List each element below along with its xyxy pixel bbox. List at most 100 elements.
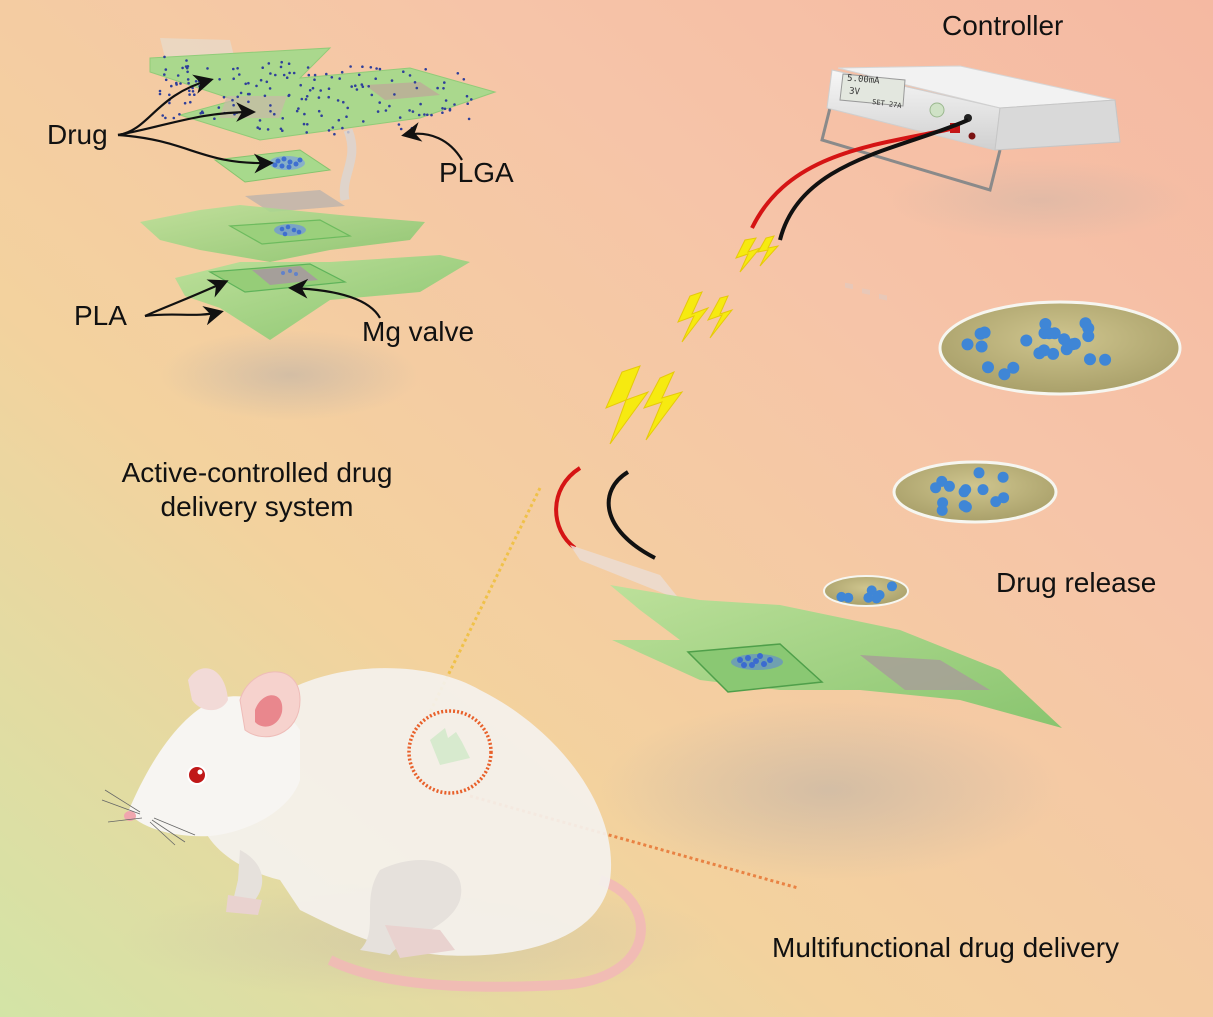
plga-dot [305,95,309,98]
mouse-eye-shine [197,769,203,775]
drug-dot [977,484,989,496]
plga-dot [313,78,316,81]
plga-dot [158,92,162,96]
plga-dot [444,99,448,102]
drug-release-dishes [823,300,1182,607]
plga-dot [393,93,396,96]
plga-dot [325,72,328,76]
plga-dot [281,117,285,120]
drug-dot [871,593,882,604]
plga-dot [443,107,447,111]
arrow-mg-valve [288,278,381,319]
plga-dot [361,65,364,68]
plga-dot [267,62,271,65]
plga-dot [402,70,405,73]
drug-dot [982,361,994,374]
plga-dot [436,86,439,90]
mg-valve-layer [245,190,345,212]
plga-dot [423,113,426,116]
plga-dot [279,127,283,131]
plga-dot [419,102,422,106]
drug-dot [1084,353,1096,366]
plga-dot [247,81,250,85]
system-caption: Active-controlled drug delivery system [121,457,393,522]
plga-dot [161,114,164,117]
controller-screen [839,73,906,107]
plga-dot [200,110,204,113]
plga-dot [413,81,417,84]
plga-dot [362,120,365,123]
drug-dot [960,484,972,496]
drug-dot [843,592,854,603]
pla-drug-cluster [274,224,306,236]
callout-arrows [117,74,463,326]
plga-dot [163,55,166,59]
plga-dot [331,126,335,129]
controller-label: Controller [942,10,1064,41]
plga-dot [299,83,303,87]
plga-dot [232,67,235,71]
drug-dot [1039,318,1052,330]
plga-dot [333,132,336,136]
mouse-ear-back [188,668,228,711]
mouse-tail [327,875,646,992]
plga-dot [354,84,357,87]
drug-dot [1068,337,1081,350]
plga-dot [186,78,190,81]
plga-dot [176,74,180,77]
plga-dot [168,101,171,105]
plga-dot [466,102,470,105]
black-wire-end [606,470,656,560]
plga-dot [178,113,181,116]
plga-dot [376,110,380,113]
plga-dot [188,93,191,96]
plga-dot [285,76,289,79]
plga-dot [408,109,411,112]
valve-drug-dots [281,269,298,276]
spark-3 [677,291,710,343]
plga-dot [164,68,168,71]
plga-dot [320,114,323,117]
plga-dot [375,67,378,70]
plga-dot [222,95,226,99]
drug-dot [943,480,955,492]
plga-dot [206,67,209,70]
plga-dot [189,100,192,104]
spark-6 [642,371,684,441]
plga-dot [258,127,262,131]
implant-film [610,585,1062,728]
arrow-pla-1 [144,279,229,318]
plga-dot [287,93,291,97]
film-window [219,96,288,118]
spark-1 [735,237,762,273]
mouse-hindfoot [385,925,455,958]
controller-lcd-line2: 3V [848,86,861,98]
plga-dot [280,60,284,64]
controller-buttons [845,282,887,301]
plga-dot [263,94,267,98]
plga-dot [426,113,429,117]
controller-side [994,99,1121,151]
plga-dot [370,93,374,97]
plga-dot [218,78,221,81]
plga-dot [232,77,235,80]
arrow-plga [401,122,463,161]
plga-dot [305,131,309,134]
red-wire-end [554,466,582,550]
mouse [101,668,646,992]
plga-dot [194,80,198,83]
plga-dot [256,126,260,129]
black-wire [778,118,969,241]
plga-dot [443,81,446,84]
spark-4 [706,295,734,339]
drug-dot [1058,333,1071,346]
plga-dot [266,128,270,131]
plga-dot [198,84,201,88]
plga-dot [384,109,388,112]
plga-dot [274,73,277,77]
plga-dot [467,117,471,121]
plga-dot [258,119,262,122]
plga-dot [255,84,258,88]
mouse-nose [124,811,136,821]
